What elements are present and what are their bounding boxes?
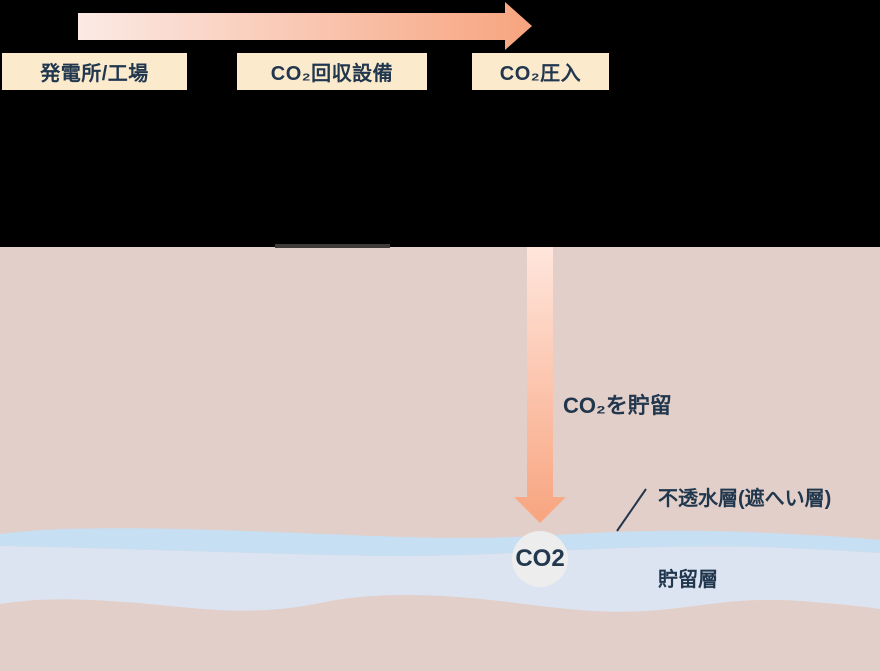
injection-arrow-down-icon: [514, 247, 566, 523]
flow-step-co2-injection: CO₂圧入: [472, 53, 609, 90]
co2-bubble-label: CO2: [515, 545, 565, 572]
reservoir-label: 貯留層: [658, 569, 718, 591]
flow-arrow-right-icon: [78, 2, 532, 50]
flow-step-co2-capture: CO₂回収設備: [237, 53, 427, 90]
flow-step-power-plant: 発電所/工場: [2, 53, 187, 90]
caprock-label: 不透水層(遮へい層): [658, 488, 832, 510]
reservoir-band: [0, 546, 880, 612]
storage-arrow-label: CO₂を貯留: [563, 393, 672, 418]
ground-layer: [0, 247, 880, 671]
caprock-band: [0, 528, 880, 557]
caprock-leader-line: [616, 488, 647, 532]
masked-image-artifact: [275, 244, 390, 248]
co2-bubble: CO2: [512, 531, 568, 587]
